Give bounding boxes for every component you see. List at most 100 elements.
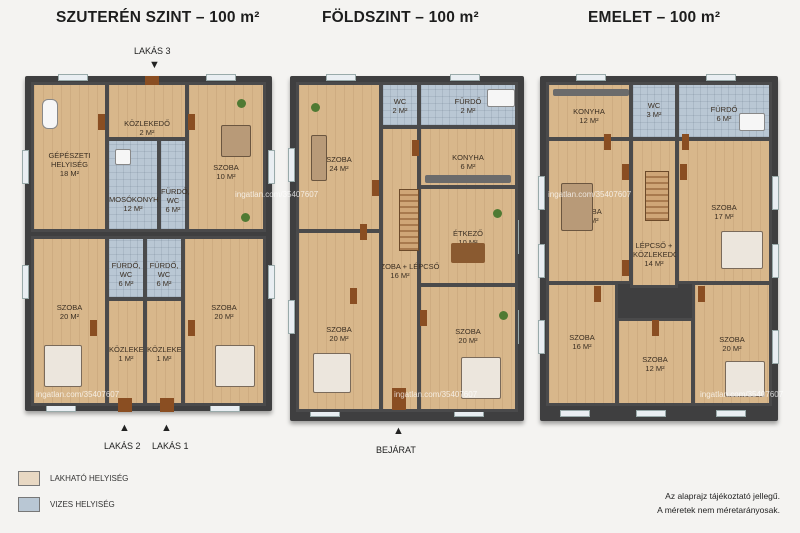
basement-title: SZUTERÉN SZINT – 100 m²: [56, 9, 260, 26]
room-name: WC: [393, 97, 407, 106]
room-name: LÉPCSŐ + KÖZLEKEDŐ: [633, 241, 679, 259]
room-area: 1 m²: [118, 354, 134, 363]
lakas2-label: LAKÁS 2: [104, 441, 141, 451]
room-area: 17 m²: [714, 212, 734, 221]
room-area: 1 m²: [156, 354, 172, 363]
room-name: SZOBA: [642, 355, 668, 364]
room-name: SZOBA: [326, 155, 352, 164]
legend-living-label: LAKHATÓ HELYISÉG: [50, 474, 129, 483]
watermark-5: ingatlan.com/35407607: [700, 390, 784, 399]
room-area: 3 m²: [646, 110, 662, 119]
lakas3-label: LAKÁS 3: [134, 46, 171, 56]
room-name: KÖZLEKEDŐ: [124, 119, 170, 128]
room-name: FÜRDŐ: [710, 105, 738, 114]
room-name: FÜRDŐ, WC: [149, 261, 179, 279]
room-name: SZOBA: [326, 325, 352, 334]
entrance-label: BEJÁRAT: [376, 445, 416, 455]
room-name: SZOBA: [455, 327, 481, 336]
disclaimer-line-2: A méretek nem méretarányosak.: [657, 505, 780, 515]
room-area: 24 m²: [329, 164, 349, 173]
ground-floor-title: FÖLDSZINT – 100 m²: [322, 9, 479, 26]
room-area: 20 m²: [458, 336, 478, 345]
room-name: SZOBA: [719, 335, 745, 344]
watermark-1: ingatlan.com/35407607: [36, 390, 120, 399]
room-name: KÖZLEKEDŐ: [109, 345, 155, 354]
room-area: 6 m²: [460, 162, 476, 171]
basement-room-bath-mid-right: FÜRDŐ, WC6 m²: [144, 236, 184, 300]
room-area: 12 m²: [645, 364, 665, 373]
room-area: 6 m²: [118, 279, 134, 288]
room-area: 20 m²: [329, 334, 349, 343]
room-name: KÖZLEKEDŐ: [147, 345, 193, 354]
room-area: 10 m²: [421, 238, 515, 247]
room-area: 6 m²: [716, 114, 732, 123]
room-area: 6 m²: [156, 279, 172, 288]
disclaimer-line-1: Az alaprajz tájékoztató jellegű.: [665, 491, 780, 501]
room-area: 20 m²: [59, 312, 80, 321]
room-name: FÜRDŐ: [454, 97, 482, 106]
room-name: SZOBA: [711, 203, 737, 212]
room-area: 20 m²: [214, 312, 234, 321]
room-area: 6 m²: [165, 205, 181, 214]
room-name: FÜRDŐ, WC: [111, 261, 141, 279]
watermark-2: ingatlan.com/35407607: [235, 190, 319, 199]
legend-living-swatch: [18, 471, 40, 486]
room-area: 14 m²: [644, 259, 664, 268]
room-name: SZOBA: [213, 163, 239, 172]
room-name: MOSÓKONYHA: [109, 195, 164, 204]
room-area: 16 m²: [390, 271, 410, 280]
room-area: 12 m²: [123, 204, 143, 213]
room-area: 20 m²: [722, 344, 742, 353]
room-name: SZOBA: [56, 303, 83, 312]
room-name: GÉPÉSZETI HELYISÉG: [48, 151, 91, 169]
upper-room-wc: WC3 m²: [630, 82, 678, 140]
room-area: 2 m²: [460, 106, 476, 115]
room-name: ÉTKEZŐ: [452, 229, 483, 238]
lakas1-arrow-icon: ▲: [161, 422, 172, 434]
watermark-4: ingatlan.com/35407607: [548, 190, 632, 199]
room-area: 2 m²: [139, 128, 155, 137]
lakas3-arrow-icon: ▼: [149, 59, 160, 71]
room-name: WC: [647, 101, 661, 110]
watermark-3: ingatlan.com/35407607: [394, 390, 478, 399]
room-area: 18 m²: [59, 169, 80, 178]
legend-wet-swatch: [18, 497, 40, 512]
ground-room-wc: WC2 m²: [380, 82, 420, 128]
basement-room-bath-mid-left: FÜRDŐ, WC6 m²: [106, 236, 146, 300]
legend-wet-label: VIZES HELYISÉG: [50, 500, 115, 509]
ground-room-dining: ÉTKEZŐ10 m²: [418, 186, 518, 286]
room-name: ELŐSZOBA + LÉPCSŐ: [360, 262, 440, 271]
lakas2-arrow-icon: ▲: [119, 422, 130, 434]
lakas1-label: LAKÁS 1: [152, 441, 189, 451]
room-name: SZOBA: [211, 303, 237, 312]
room-name: SZOBA: [569, 333, 595, 342]
room-area: 16 m²: [572, 342, 592, 351]
room-area: 12 m²: [579, 116, 599, 125]
upper-floor-title: EMELET – 100 m²: [588, 9, 721, 26]
room-name: FÜRDŐ, WC: [161, 187, 190, 205]
basement-room-bath-top: FÜRDŐ, WC6 m²: [158, 138, 190, 232]
room-name: KONYHA: [573, 107, 605, 116]
room-name: KONYHA: [452, 153, 484, 162]
room-area: 10 m²: [216, 172, 236, 181]
